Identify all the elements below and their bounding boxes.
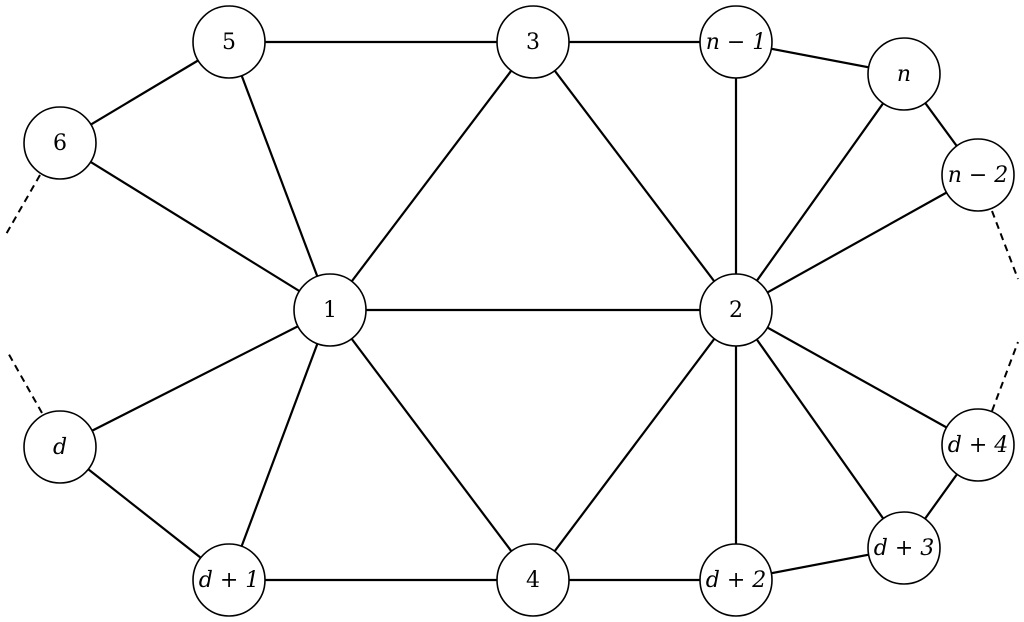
node-nd3: d + 3 <box>867 511 941 585</box>
edge-n1-n4 <box>329 309 534 581</box>
node-nd2: d + 2 <box>699 543 773 617</box>
dashed-edge-n6-left <box>4 174 41 237</box>
node-label: n − 2 <box>948 163 1009 188</box>
edge-nn-n2 <box>735 73 905 311</box>
node-n4: 4 <box>496 543 570 617</box>
node-label: 5 <box>222 30 236 55</box>
edge-n2-nd3 <box>735 309 905 549</box>
node-n3: 3 <box>496 5 570 79</box>
node-nn1: n − 1 <box>699 5 773 79</box>
node-circle <box>699 543 773 617</box>
node-circle <box>192 5 266 79</box>
node-nd4: d + 4 <box>941 408 1015 482</box>
edge-n1-nd1 <box>227 309 332 581</box>
node-circle <box>23 106 97 180</box>
dashed-edge-nd-left <box>6 350 43 414</box>
node-nn2: n − 2 <box>941 138 1015 212</box>
node-label: 6 <box>53 131 67 156</box>
node-label: 1 <box>323 298 337 323</box>
node-label: d + 2 <box>706 568 767 593</box>
edge-layer <box>4 40 1019 582</box>
node-layer: 1 2 3 4 5 6 d d + 1 d + 2 d + 3 d + 4 n n − 1 n − 2 <box>23 5 1015 617</box>
node-nn: n <box>867 37 941 111</box>
node-circle <box>699 273 773 347</box>
node-label: d + 4 <box>948 433 1009 458</box>
edge-n2-nd4 <box>735 309 979 446</box>
edge-n1-nd <box>59 309 331 448</box>
node-label: n <box>897 62 911 87</box>
node-circle <box>941 408 1015 482</box>
dashed-edge-nd4-right <box>991 341 1019 412</box>
node-circle <box>23 410 97 484</box>
node-n1: 1 <box>293 273 367 347</box>
node-circle <box>192 543 266 617</box>
node-circle <box>699 5 773 79</box>
edge-n3-n2 <box>532 41 737 311</box>
node-label: d + 1 <box>199 568 260 593</box>
dashed-edge-nn2-right <box>991 210 1019 280</box>
node-circle <box>941 138 1015 212</box>
edge-nn2-n2 <box>735 174 979 311</box>
node-nd1: d + 1 <box>192 543 266 617</box>
node-circle <box>867 37 941 111</box>
node-label: n − 1 <box>706 30 767 55</box>
node-circle <box>867 511 941 585</box>
node-label: d + 3 <box>874 536 935 561</box>
node-n2: 2 <box>699 273 773 347</box>
node-label: d <box>53 435 67 460</box>
node-nd: d <box>23 410 97 484</box>
node-circle <box>496 543 570 617</box>
node-circle <box>293 273 367 347</box>
node-n6: 6 <box>23 106 97 180</box>
node-label: 3 <box>526 30 540 55</box>
edge-n5-n1 <box>227 41 332 311</box>
edge-n3-n1 <box>329 41 534 311</box>
node-circle <box>496 5 570 79</box>
node-n5: 5 <box>192 5 266 79</box>
node-label: 2 <box>729 298 743 323</box>
edge-n6-n1 <box>59 142 331 311</box>
edge-n2-n4 <box>532 309 737 581</box>
node-label: 4 <box>526 568 540 593</box>
